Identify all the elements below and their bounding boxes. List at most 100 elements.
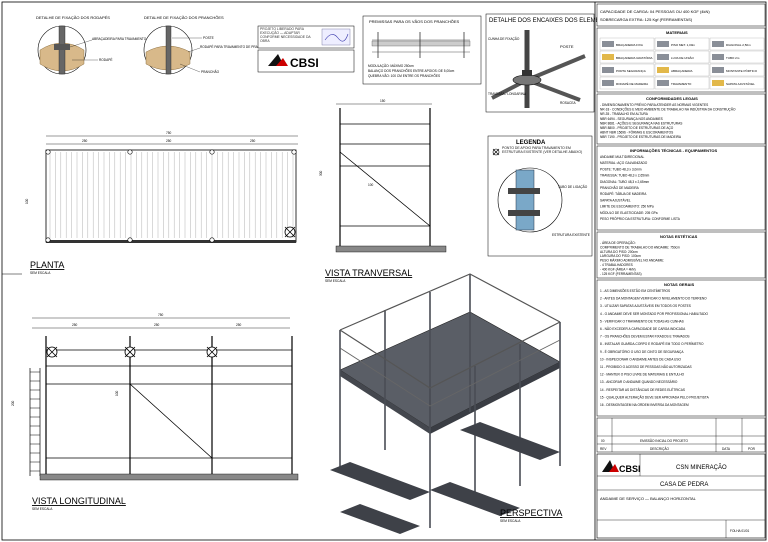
gerais-lines-12: 13 - ANCORAR O ANDAIME QUANDO NECESSÁRIO (600, 380, 678, 384)
tecnicas-lines-1: MATERIAL: AÇO GALVANIZADO (600, 161, 648, 165)
esteticas-lines-1: COMPRIMENTO DE TRABALHO DO ANDAIME: 750c… (600, 245, 680, 249)
dim-planta-2: 250 (166, 139, 172, 143)
rev-header-3: POR (748, 447, 756, 451)
detail-pranchao-label-0: POSTE (203, 36, 214, 40)
detail-fixacao-rodapes: DETALHE DE FIXAÇÃO DOS RODAPÉS ABRAÇADEI… (36, 15, 147, 75)
tecnicas-title: INFORMAÇÕES TÉCNICAS - EQUIPAMENTOS (630, 148, 718, 153)
material-icon (712, 41, 724, 47)
project-name: CASA DE PEDRA (660, 482, 708, 488)
stamp-text: PROJETO LIBERADO PARA EXECUÇÃO — ADAPTAR… (260, 27, 311, 43)
dim-long-0: 750 (158, 313, 164, 317)
sheet-number: FOLHA 01/01 (730, 529, 750, 533)
encaixes-title: DETALHE DOS ENCAIXES DOS ELEMENTOS (TIP.… (489, 18, 632, 24)
material-label-9: RODAPÉ DE MADEIRA (616, 81, 648, 86)
tecnicas-lines-9: MÓDULO DE ELASTICIDADE: 205 GPa (600, 210, 658, 215)
esteticas-lines-7: - 125 KGF (FERRAMENTAS) (600, 272, 642, 276)
gerais-title: NOTAS GERAIS (664, 282, 694, 287)
dim-planta-4: 100 (25, 198, 29, 204)
material-label-7: ABRAÇADEIRA (671, 69, 693, 73)
tecnicas-lines-6: RODAPÉ: TÁBUA DE MADEIRA (600, 191, 647, 196)
approval-stamp: PROJETO LIBERADO PARA EXECUÇÃO — ADAPTAR… (257, 25, 355, 49)
gerais-lines-8: 9 - É OBRIGATÓRIO O USO DE CINTO DE SEGU… (600, 349, 684, 354)
encaixes-label-1: POSTE (560, 44, 574, 49)
view-title-transversal: VISTA TRANVERSAL (325, 268, 412, 278)
dim-planta-0: 750 (166, 131, 172, 135)
gerais-lines-3: 4 - O ANDAIME DEVE SER MONTADO POR PROFI… (600, 312, 708, 316)
scale-planta: SEM ESCALA (30, 271, 51, 275)
premissas-title: PREMISSAS PARA OS VÃOS DOS PRANCHÕES (369, 19, 460, 24)
esteticas-lines-0: - ÁREA DE OPERAÇÃO: (600, 240, 636, 245)
gerais-lines-6: 7 - OS PRANCHÕES DEVEM ESTAR FIXADOS E T… (600, 334, 690, 339)
detail-rodape-title: DETALHE DE FIXAÇÃO DOS RODAPÉS (36, 15, 110, 20)
gerais-lines-9: 10 - INSPECIONAR O ANDAIME ANTES DE CADA… (600, 357, 681, 361)
tecnicas-lines-5: PRANCHÃO DE MADEIRA (600, 185, 640, 190)
view-transversal: 150 100 300 VISTA TRANVERSAL SEM ESCALA (319, 99, 447, 283)
dim-long-1: 250 (72, 323, 78, 327)
gerais-lines-15: 16 - DESMONTAGEM NA ORDEM INVERSA DA MON… (600, 403, 689, 407)
esteticas-lines-6: - 400 KGF (ÁREA = 4kN) (600, 267, 636, 271)
title-block: CBSI CSN MINERAÇÃO CASA DE PEDRA ANDAIME… (596, 453, 766, 539)
material-label-0: BRAÇADEIRA FIXA (616, 43, 643, 47)
rev-row-0-rev: 00 (601, 439, 605, 443)
legend-box: LEGENDA PONTO DE APOIO PARA TRAVAMENTO E… (487, 135, 593, 257)
legend-text: PONTO DE APOIO PARA TRAVAMENTO EM ESTRUT… (502, 146, 583, 154)
material-icon (712, 54, 724, 60)
tecnicas-lines-8: LIMITE DE ESCOAMENTO: 250 MPa (600, 205, 654, 209)
dim-transversal-2: 300 (319, 170, 323, 176)
normas-lines-7: NBR 7190 - PROJETO DE ESTRUTURAS DE MADE… (600, 135, 682, 139)
scale-transversal: SEM ESCALA (325, 279, 346, 283)
material-label-8: MONTANTE PÓRTICO (726, 68, 758, 73)
esteticas-lines-5: - 4 TRABALHADORES (600, 263, 633, 267)
material-icon (602, 54, 614, 60)
legend-detail-label-0: TUBO DE LIGAÇÃO (558, 184, 588, 189)
dim-long-2: 250 (154, 323, 160, 327)
tecnicas-lines-3: TRAVESSA: TUBO 48,3 x 2,65mm (600, 174, 650, 178)
material-label-4: LUVA DE UNIÃO (671, 55, 694, 60)
encaixes-label-2: TRAVESSA / LONGARINA (488, 92, 527, 96)
material-icon (602, 80, 614, 86)
anchor-symbol-long-1 (124, 346, 136, 358)
esteticas-lines-4: PESO MÁXIMO ADMISSÍVEL NO ANDAIME: (600, 259, 664, 263)
material-label-1: PISO MET. 1,00m (671, 43, 696, 47)
dim-planta-1: 250 (82, 139, 88, 143)
normas-lines-0: - DIMENSIONAMENTO PRÉVIO PARA ATENDER AS… (600, 102, 708, 107)
encaixes-label-3: ROSACEA (560, 101, 576, 105)
legend-title: LEGENDA (516, 140, 546, 146)
capacity-line-1: CAPACIDADE DE CARGA: 04 PESSOAS OU 400 K… (600, 9, 710, 14)
normas-lines-3: NBR 6494 - SEGURANÇA NOS ANDAIMES (600, 117, 663, 121)
material-icon (602, 67, 614, 73)
premissas-line-1: BALANÇO DOS PRANCHÕES ENTRE APOIOS: DE 5… (368, 68, 455, 73)
detail-pranchao-title: DETALHE DE FIXAÇÃO DOS PRANCHÕES (144, 15, 224, 20)
view-title-planta: PLANTA (30, 260, 64, 270)
tecnicas-lines-2: POSTE: TUBO 48,3 x 3,0mm (600, 167, 642, 171)
material-icon (657, 41, 669, 47)
material-label-3: BRAÇADEIRA GIRATÓRIA (616, 55, 652, 60)
rev-header-1: DESCRIÇÃO (650, 446, 669, 451)
normas-title: CONFORMIDADES LEGAIS (646, 96, 698, 101)
gerais-lines-5: 6 - NÃO EXCEDER A CAPACIDADE DE CARGA IN… (600, 326, 686, 331)
detail-pranchao-label-1: RODAPÉ PARA TRAVAMENTO DE PRANCHÕES (200, 44, 271, 49)
rev-header-0: REV (600, 447, 607, 451)
normas-box: CONFORMIDADES LEGAIS - DIMENSIONAMENTO P… (596, 93, 766, 145)
material-label-5: TUBO 2m (726, 56, 740, 60)
dim-transversal-0: 150 (380, 99, 386, 103)
scale-perspectiva: SEM ESCALA (500, 519, 521, 523)
material-label-6: PORTA SEGURANÇA (616, 69, 646, 73)
legend-detail-label-1: ESTRUTURA EXISTENTE (552, 233, 590, 237)
ladder (29, 368, 41, 476)
detail-rodape-label-1: RODAPÉ (99, 57, 112, 62)
logo-text: CBSI (290, 56, 319, 70)
project-description: ANDAIME DE SERVIÇO — BALANÇO HORIZONTAL (600, 496, 697, 501)
dim-long-4: 200 (11, 400, 15, 406)
gerais-lines-2: 3 - UTILIZAR SAPATAS AJUSTÁVEIS EM TODOS… (600, 304, 691, 308)
esteticas-lines-3: LARGURA DO PISO: 100cm (600, 254, 641, 258)
rev-header-2: DATA (722, 447, 731, 451)
material-icon (657, 54, 669, 60)
view-perspectiva: PERSPECTIVA SEM ESCALA (330, 273, 562, 534)
tecnicas-box: INFORMAÇÕES TÉCNICAS - EQUIPAMENTOS ANDA… (596, 145, 766, 231)
dim-long-5: 100 (115, 390, 119, 396)
view-title-perspectiva: PERSPECTIVA (500, 508, 562, 518)
perspective-posts (339, 274, 561, 528)
